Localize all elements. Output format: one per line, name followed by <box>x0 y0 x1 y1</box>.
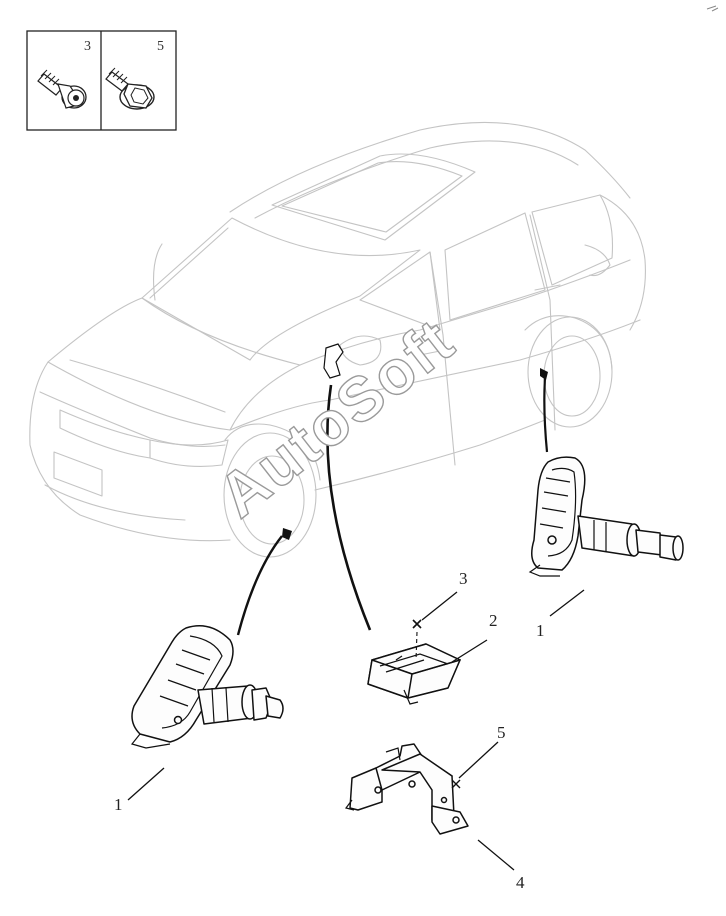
bracket-bolt <box>451 779 461 789</box>
callout-3: 3 <box>459 569 468 588</box>
tpms-sensor-left <box>130 625 284 749</box>
vehicle-outline <box>29 121 646 558</box>
callout-1-left: 1 <box>114 795 123 814</box>
leader-curves <box>236 343 549 636</box>
tpms-sensor-right <box>528 456 684 577</box>
callout-5: 5 <box>497 723 506 742</box>
tpms-control-module <box>367 643 462 705</box>
flange-head-bolt-icon <box>105 67 155 110</box>
callout-labels: 1 1 2 3 4 5 <box>114 569 545 892</box>
fastener-legend: 3 5 <box>26 30 177 131</box>
right-sensor-mount-point <box>540 368 548 380</box>
autosoft-watermark: AutoSoft <box>206 306 467 531</box>
module-bolt <box>412 619 422 661</box>
left-sensor-mount-point <box>282 528 292 540</box>
corner-mark <box>706 5 719 12</box>
socket-head-bolt-icon <box>37 69 87 109</box>
legend-number-3: 3 <box>84 39 91 54</box>
mounting-bracket <box>344 743 469 835</box>
legend-number-5: 5 <box>157 39 164 54</box>
callout-4: 4 <box>516 873 525 892</box>
callout-leaders <box>127 589 585 871</box>
callout-1-right: 1 <box>536 621 545 640</box>
callout-2: 2 <box>489 611 498 630</box>
module-mount-point <box>323 343 344 379</box>
